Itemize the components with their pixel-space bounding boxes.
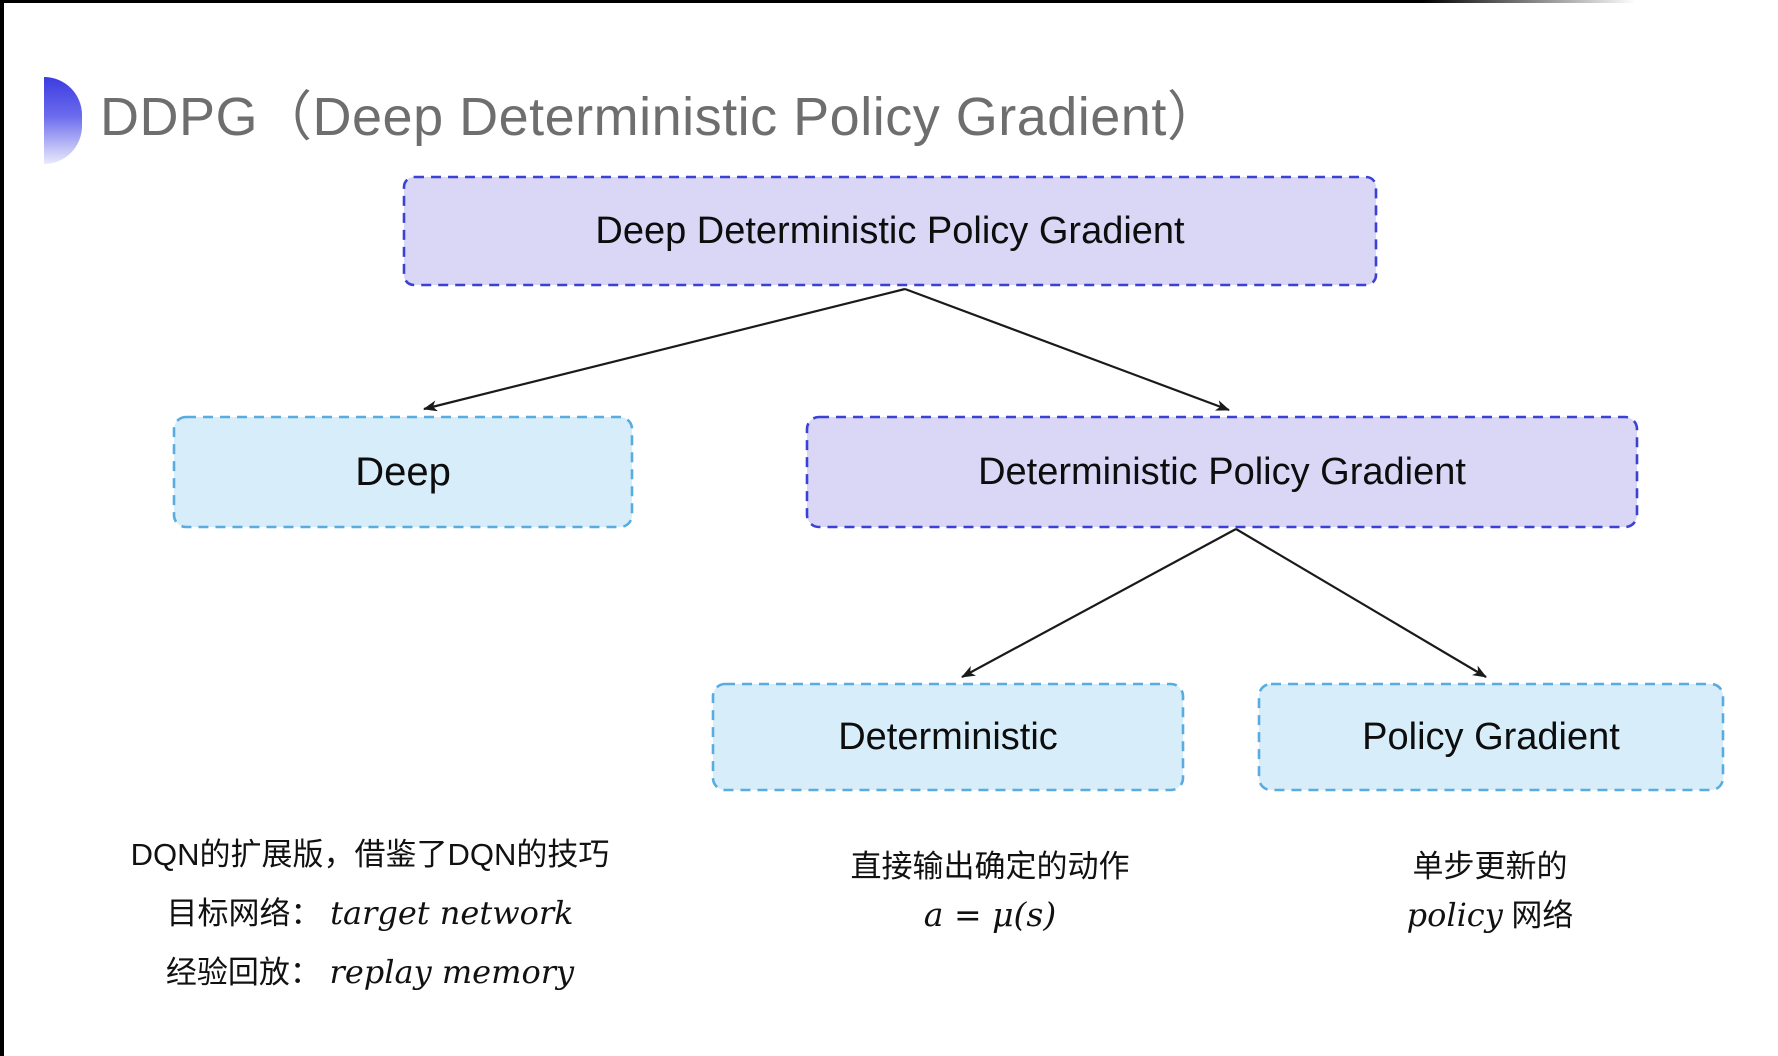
node-deep-label: Deep — [355, 449, 451, 494]
page-title: DDPG（Deep Deterministic Policy Gradient） — [100, 87, 1222, 147]
note-policy-gradient: 单步更新的 policy 网络 — [1255, 843, 1725, 940]
arrow-dpg-to-deterministic — [961, 528, 1237, 678]
screen-edge-left-line — [0, 0, 4, 1056]
note-deep-line2-label: 目标网络： — [166, 896, 322, 931]
note-deterministic: 直接输出确定的动作 a = μ(s) — [740, 843, 1240, 939]
note-policy-gradient-line2-term: policy — [1406, 896, 1503, 934]
note-deterministic-line1: 直接输出确定的动作 — [850, 849, 1130, 884]
arrow-root-to-deep — [423, 287, 906, 412]
note-deep-line3: 经验回放： replay memory — [115, 943, 625, 1002]
node-root-label: Deep Deterministic Policy Gradient — [595, 209, 1185, 252]
node-root-box — [402, 175, 1378, 287]
note-deep-line2-term: target network — [330, 894, 574, 932]
node-deterministic-label: Deterministic — [838, 715, 1058, 758]
note-deep-line3-term: replay memory — [329, 953, 575, 991]
arrow-dpg-to-policy-gradient — [1235, 528, 1487, 678]
node-deep-box — [172, 415, 634, 529]
node-dpg-label: Deterministic Policy Gradient — [978, 450, 1466, 493]
note-deep-line1: DQN的扩展版，借鉴了DQN的技巧 — [130, 837, 610, 872]
note-deep: DQN的扩展版，借鉴了DQN的技巧 目标网络： target network 经… — [115, 826, 625, 1002]
note-deep-line2: 目标网络： target network — [115, 884, 625, 943]
node-dpg-box — [805, 415, 1639, 529]
screen-edge-top-line — [0, 0, 1778, 3]
node-policy-gradient-box — [1257, 682, 1725, 792]
note-deep-line3-label: 经验回放： — [165, 955, 321, 990]
note-policy-gradient-line1: 单步更新的 — [1412, 849, 1568, 884]
node-policy-gradient-label: Policy Gradient — [1362, 715, 1620, 758]
note-policy-gradient-line2-label: 网络 — [1502, 898, 1574, 933]
note-deterministic-formula: a = μ(s) — [923, 895, 1057, 934]
node-deterministic-box — [711, 682, 1185, 792]
note-policy-gradient-line2: policy 网络 — [1255, 891, 1725, 940]
arrow-root-to-dpg — [904, 287, 1230, 412]
